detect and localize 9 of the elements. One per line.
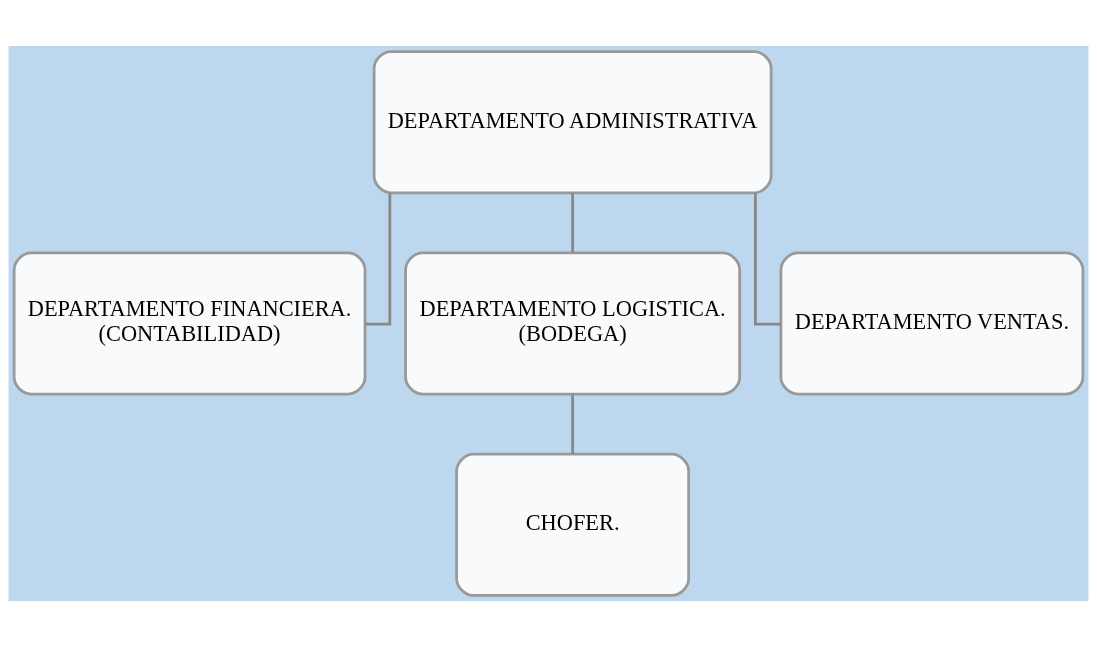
node-box: CHOFER. — [455, 452, 691, 597]
node-box: DEPARTAMENTO FINANCIERA. (CONTABILIDAD) — [12, 251, 367, 395]
connector — [365, 192, 392, 326]
connector — [571, 192, 574, 252]
connector — [754, 192, 781, 326]
connector — [571, 394, 574, 454]
node-box: DEPARTAMENTO VENTAS. — [779, 251, 1085, 395]
node-box: DEPARTAMENTO LOGISTICA. (BODEGA) — [404, 251, 742, 395]
node-box: DEPARTAMENTO ADMINISTRATIVA — [372, 49, 773, 194]
